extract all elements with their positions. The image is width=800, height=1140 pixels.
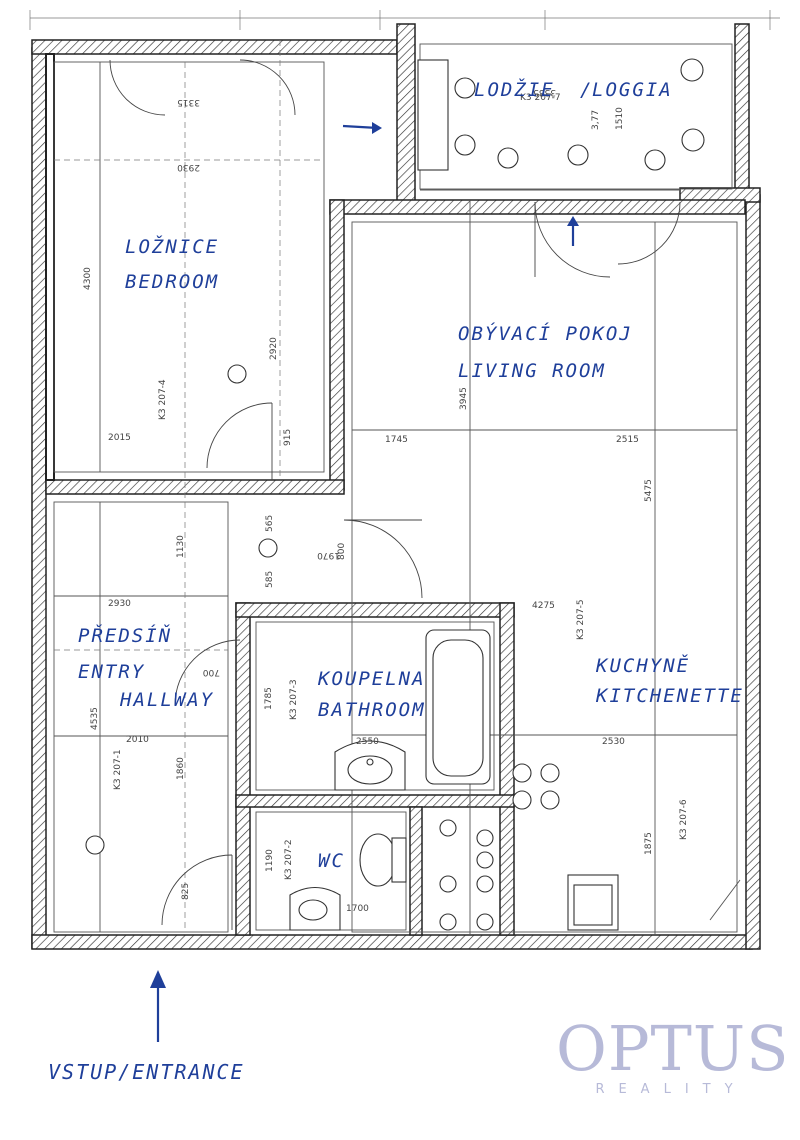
wc-code: K3 207-2: [284, 839, 294, 880]
room-codes: K3 207-4 K3 207-5 K3 207-1 K3 207-3 K3 2…: [113, 93, 689, 880]
kitchen-label-cz: KUCHYNĚ: [595, 654, 690, 677]
dim-label: 2930: [108, 599, 131, 609]
bathroom-code: K3 207-3: [289, 679, 299, 720]
wc-label: WC: [318, 850, 345, 872]
dim-label: 2015: [108, 433, 131, 443]
hallway-label-cz: PŘEDSÍŇ: [78, 624, 172, 647]
dim-label: 1745: [385, 435, 408, 445]
bathroom-label-cz: KOUPELNA: [317, 668, 426, 690]
bathroom-fixtures: [334, 629, 491, 791]
hallway-label-en1: ENTRY: [78, 661, 145, 683]
loggia-code: K3 207-7: [520, 93, 561, 103]
top-dimension-lines: [29, 10, 780, 30]
dim-label: 1785: [264, 687, 274, 710]
small-markers: [85, 364, 278, 855]
construction-lines: [54, 40, 324, 932]
room-labels: LODŽIE / LOGGIA LOŽNICE BEDROOM OBÝVACÍ …: [78, 78, 744, 872]
dim-label: 2530: [602, 737, 625, 747]
living-label-cz: OBÝVACÍ POKOJ: [458, 322, 633, 345]
wc-fixtures: [289, 833, 407, 931]
living-label-en: LIVING ROOM: [458, 360, 606, 382]
dim-label: 585: [265, 571, 275, 588]
dim-label: 4535: [90, 707, 100, 730]
bedroom-code: K3 207-4: [158, 379, 168, 420]
hallway-code: K3 207-1: [113, 749, 123, 790]
dim-label: 4275: [532, 601, 555, 611]
loggia-fixtures: [417, 58, 705, 171]
dim-label: 5475: [644, 479, 654, 502]
dimension-labels: 3315 2930 4300 2920 2015 1745 3945 2515 …: [83, 87, 654, 914]
loggia-label-en: LOGGIA: [592, 79, 673, 101]
dim-label: 3315: [177, 97, 200, 107]
dim-label: 700: [203, 667, 220, 677]
bedroom-label-cz: LOŽNICE: [125, 235, 219, 258]
logo-sub-text: REALITY: [595, 1082, 747, 1097]
room-outlines: [53, 43, 738, 935]
kitchen-code: K3 207-6: [679, 799, 689, 840]
loggia-slash: /: [580, 79, 593, 101]
entrance-label: VSTUP/ENTRANCE: [48, 1060, 245, 1084]
dim-label: 4300: [83, 267, 93, 290]
hallway-label-en2: HALLWAY: [119, 689, 214, 711]
dim-label: 565: [265, 515, 275, 532]
optus-logo: OPTUS REALITY: [556, 1012, 790, 1098]
bathroom-label-en: BATHROOM: [318, 699, 426, 721]
dim-label: 3335: [533, 87, 556, 97]
kitchen-label-en: KITCHENETTE: [595, 685, 744, 707]
dim-label: 1970: [317, 550, 340, 560]
dim-label: 1875: [644, 832, 654, 855]
dim-label: 1510: [615, 107, 625, 130]
dim-label: 2920: [269, 337, 279, 360]
dim-label: 1700: [346, 904, 369, 914]
doors: [109, 59, 681, 930]
dim-label: 1190: [265, 849, 275, 872]
exterior-walls: [31, 23, 761, 950]
dim-label: 1860: [176, 757, 186, 780]
dim-label: 1130: [176, 535, 186, 558]
dim-label: 800: [337, 543, 347, 560]
interior-walls: [45, 53, 515, 936]
dim-label: 2010: [126, 735, 149, 745]
bedroom-label-en: BEDROOM: [125, 271, 219, 293]
dim-label: 2550: [356, 737, 379, 747]
logo-main-text: OPTUS: [556, 1012, 790, 1085]
dim-label: 825: [181, 883, 191, 900]
annotation-arrows: [150, 122, 579, 1042]
living-code: K3 207-5: [576, 599, 586, 640]
loggia-label-cz: LODŽIE: [474, 78, 555, 101]
loggia-area: 3,77: [591, 110, 601, 130]
kitchen-fixtures: [439, 763, 741, 931]
dim-label: 2515: [616, 435, 639, 445]
dim-label: 2930: [177, 162, 200, 172]
dim-label: 3945: [459, 387, 469, 410]
dim-label: 915: [283, 429, 293, 446]
